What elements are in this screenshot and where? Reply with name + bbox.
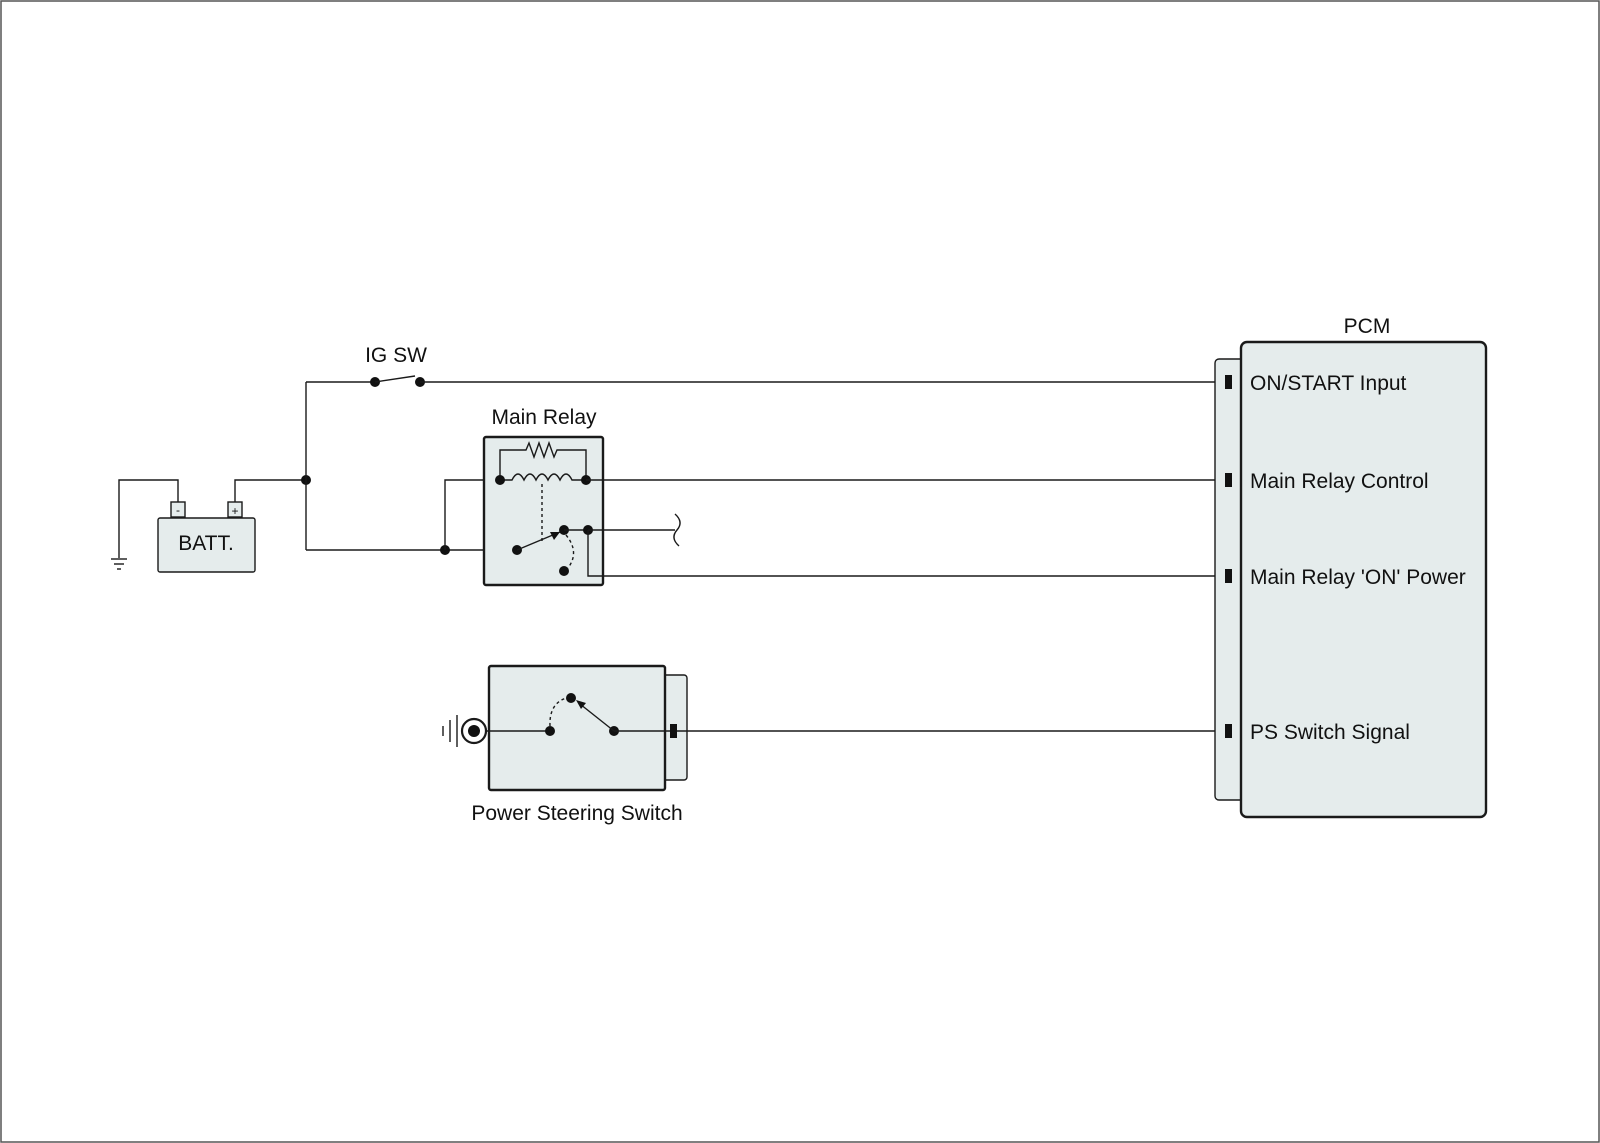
pcm-label: PCM <box>1344 315 1391 338</box>
main-relay-body <box>482 435 605 587</box>
pcm-pin-on-start <box>1225 375 1232 389</box>
pcm-pin-label: Main Relay 'ON' Power <box>1250 566 1466 589</box>
battery-body <box>157 517 256 573</box>
pcm-pin-main-relay-on-power <box>1225 569 1232 583</box>
ig-sw-label: IG SW <box>365 344 427 367</box>
power-steering-switch-label: Power Steering Switch <box>471 802 682 825</box>
battery: - + BATT. <box>157 501 256 573</box>
pcm-pin-ps-switch-signal <box>1225 724 1232 738</box>
pcm-pin-label: PS Switch Signal <box>1250 721 1410 744</box>
main-relay-label: Main Relay <box>491 406 597 429</box>
main-relay <box>482 435 605 587</box>
battery-negative-sign: - <box>176 503 180 517</box>
ps-switch-body <box>487 664 667 792</box>
wire-battery-ground <box>118 479 179 558</box>
pcm-pin-label: ON/START Input <box>1250 372 1407 395</box>
relay-coil-icon <box>500 473 586 482</box>
wire-relay-coil-feed <box>444 479 500 550</box>
ps-switch-pin <box>670 724 677 738</box>
pcm-body <box>1239 340 1488 819</box>
battery-positive-sign: + <box>231 504 238 518</box>
pcm-pin-label: Main Relay Control <box>1250 470 1429 493</box>
ps-switch-arm <box>579 703 615 732</box>
chassis-ground-icon <box>442 715 488 747</box>
wire-main-relay-on-power <box>587 530 1228 577</box>
resistor-icon <box>499 440 587 480</box>
wire-battery-positive <box>234 479 306 502</box>
battery-label: BATT. <box>178 532 234 555</box>
ground-icon <box>111 558 127 570</box>
pcm-pin-main-relay-control <box>1225 473 1232 487</box>
power-steering-switch <box>478 664 688 792</box>
relay-contact-path <box>565 534 575 569</box>
ig-switch[interactable] <box>306 375 425 387</box>
wire-break-icon <box>673 513 681 547</box>
pcm: ON/START Input Main Relay Control Main R… <box>1214 340 1488 819</box>
